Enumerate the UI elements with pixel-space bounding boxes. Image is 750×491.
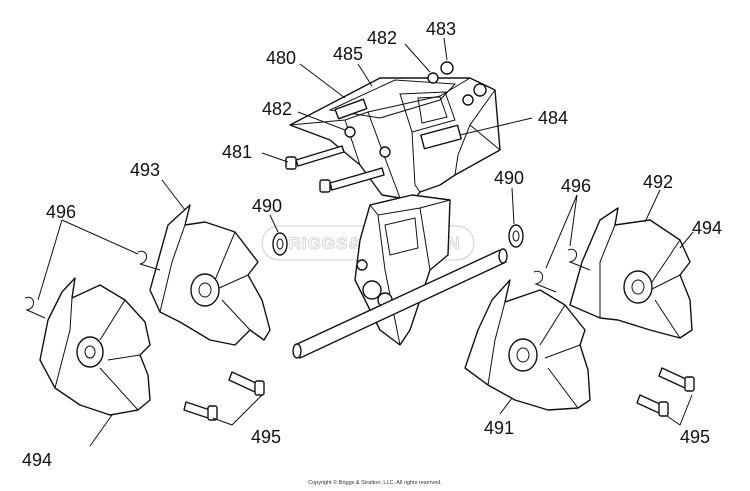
hairpin-496-left (24, 250, 161, 319)
washer-482b (379, 146, 391, 158)
leader-lines (37, 37, 694, 447)
callout-495-right: 495 (680, 427, 710, 447)
callout-480: 480 (266, 48, 296, 68)
callout-495-left: 495 (251, 427, 281, 447)
transmission (292, 194, 508, 359)
callout-490-left: 490 (252, 196, 282, 216)
callout-493: 493 (130, 160, 160, 180)
decal-485 (334, 98, 368, 120)
nut-483b (473, 83, 487, 97)
callout-494-left: 494 (22, 450, 52, 470)
callout-484: 484 (538, 108, 568, 128)
callout-490-right: 490 (494, 168, 524, 188)
bolts-481 (285, 145, 385, 193)
callout-496-left: 496 (46, 202, 76, 222)
callout-482-left: 482 (262, 99, 292, 119)
decal-484 (420, 124, 462, 150)
callout-481: 481 (222, 142, 252, 162)
washer-482-right (462, 94, 474, 106)
tine-494-left (39, 277, 151, 416)
callout-483: 483 (426, 19, 456, 39)
washer-482-top (427, 72, 439, 84)
callout-491: 491 (484, 418, 514, 438)
callouts: 480 485 482 483 482 484 481 493 490 490 … (22, 19, 722, 470)
callout-494-right: 494 (692, 218, 722, 238)
callout-482-top: 482 (367, 28, 397, 48)
tine-493 (149, 204, 271, 346)
nut-483 (440, 61, 454, 75)
tine-491 (464, 279, 591, 411)
washer-490-right (508, 224, 524, 248)
tine-492 (569, 207, 693, 339)
pins-495-right (636, 367, 695, 417)
callout-492: 492 (643, 172, 673, 192)
washer-482 (344, 126, 356, 138)
washer-490-left (272, 232, 288, 256)
tine-shield (289, 61, 501, 206)
callout-496-right: 496 (561, 176, 591, 196)
callout-485: 485 (333, 44, 363, 64)
hairpin-496-right (533, 248, 591, 293)
copyright-notice: Copyright © Briggs & Stratton, LLC. All … (308, 479, 442, 486)
pins-495-left (183, 371, 265, 421)
